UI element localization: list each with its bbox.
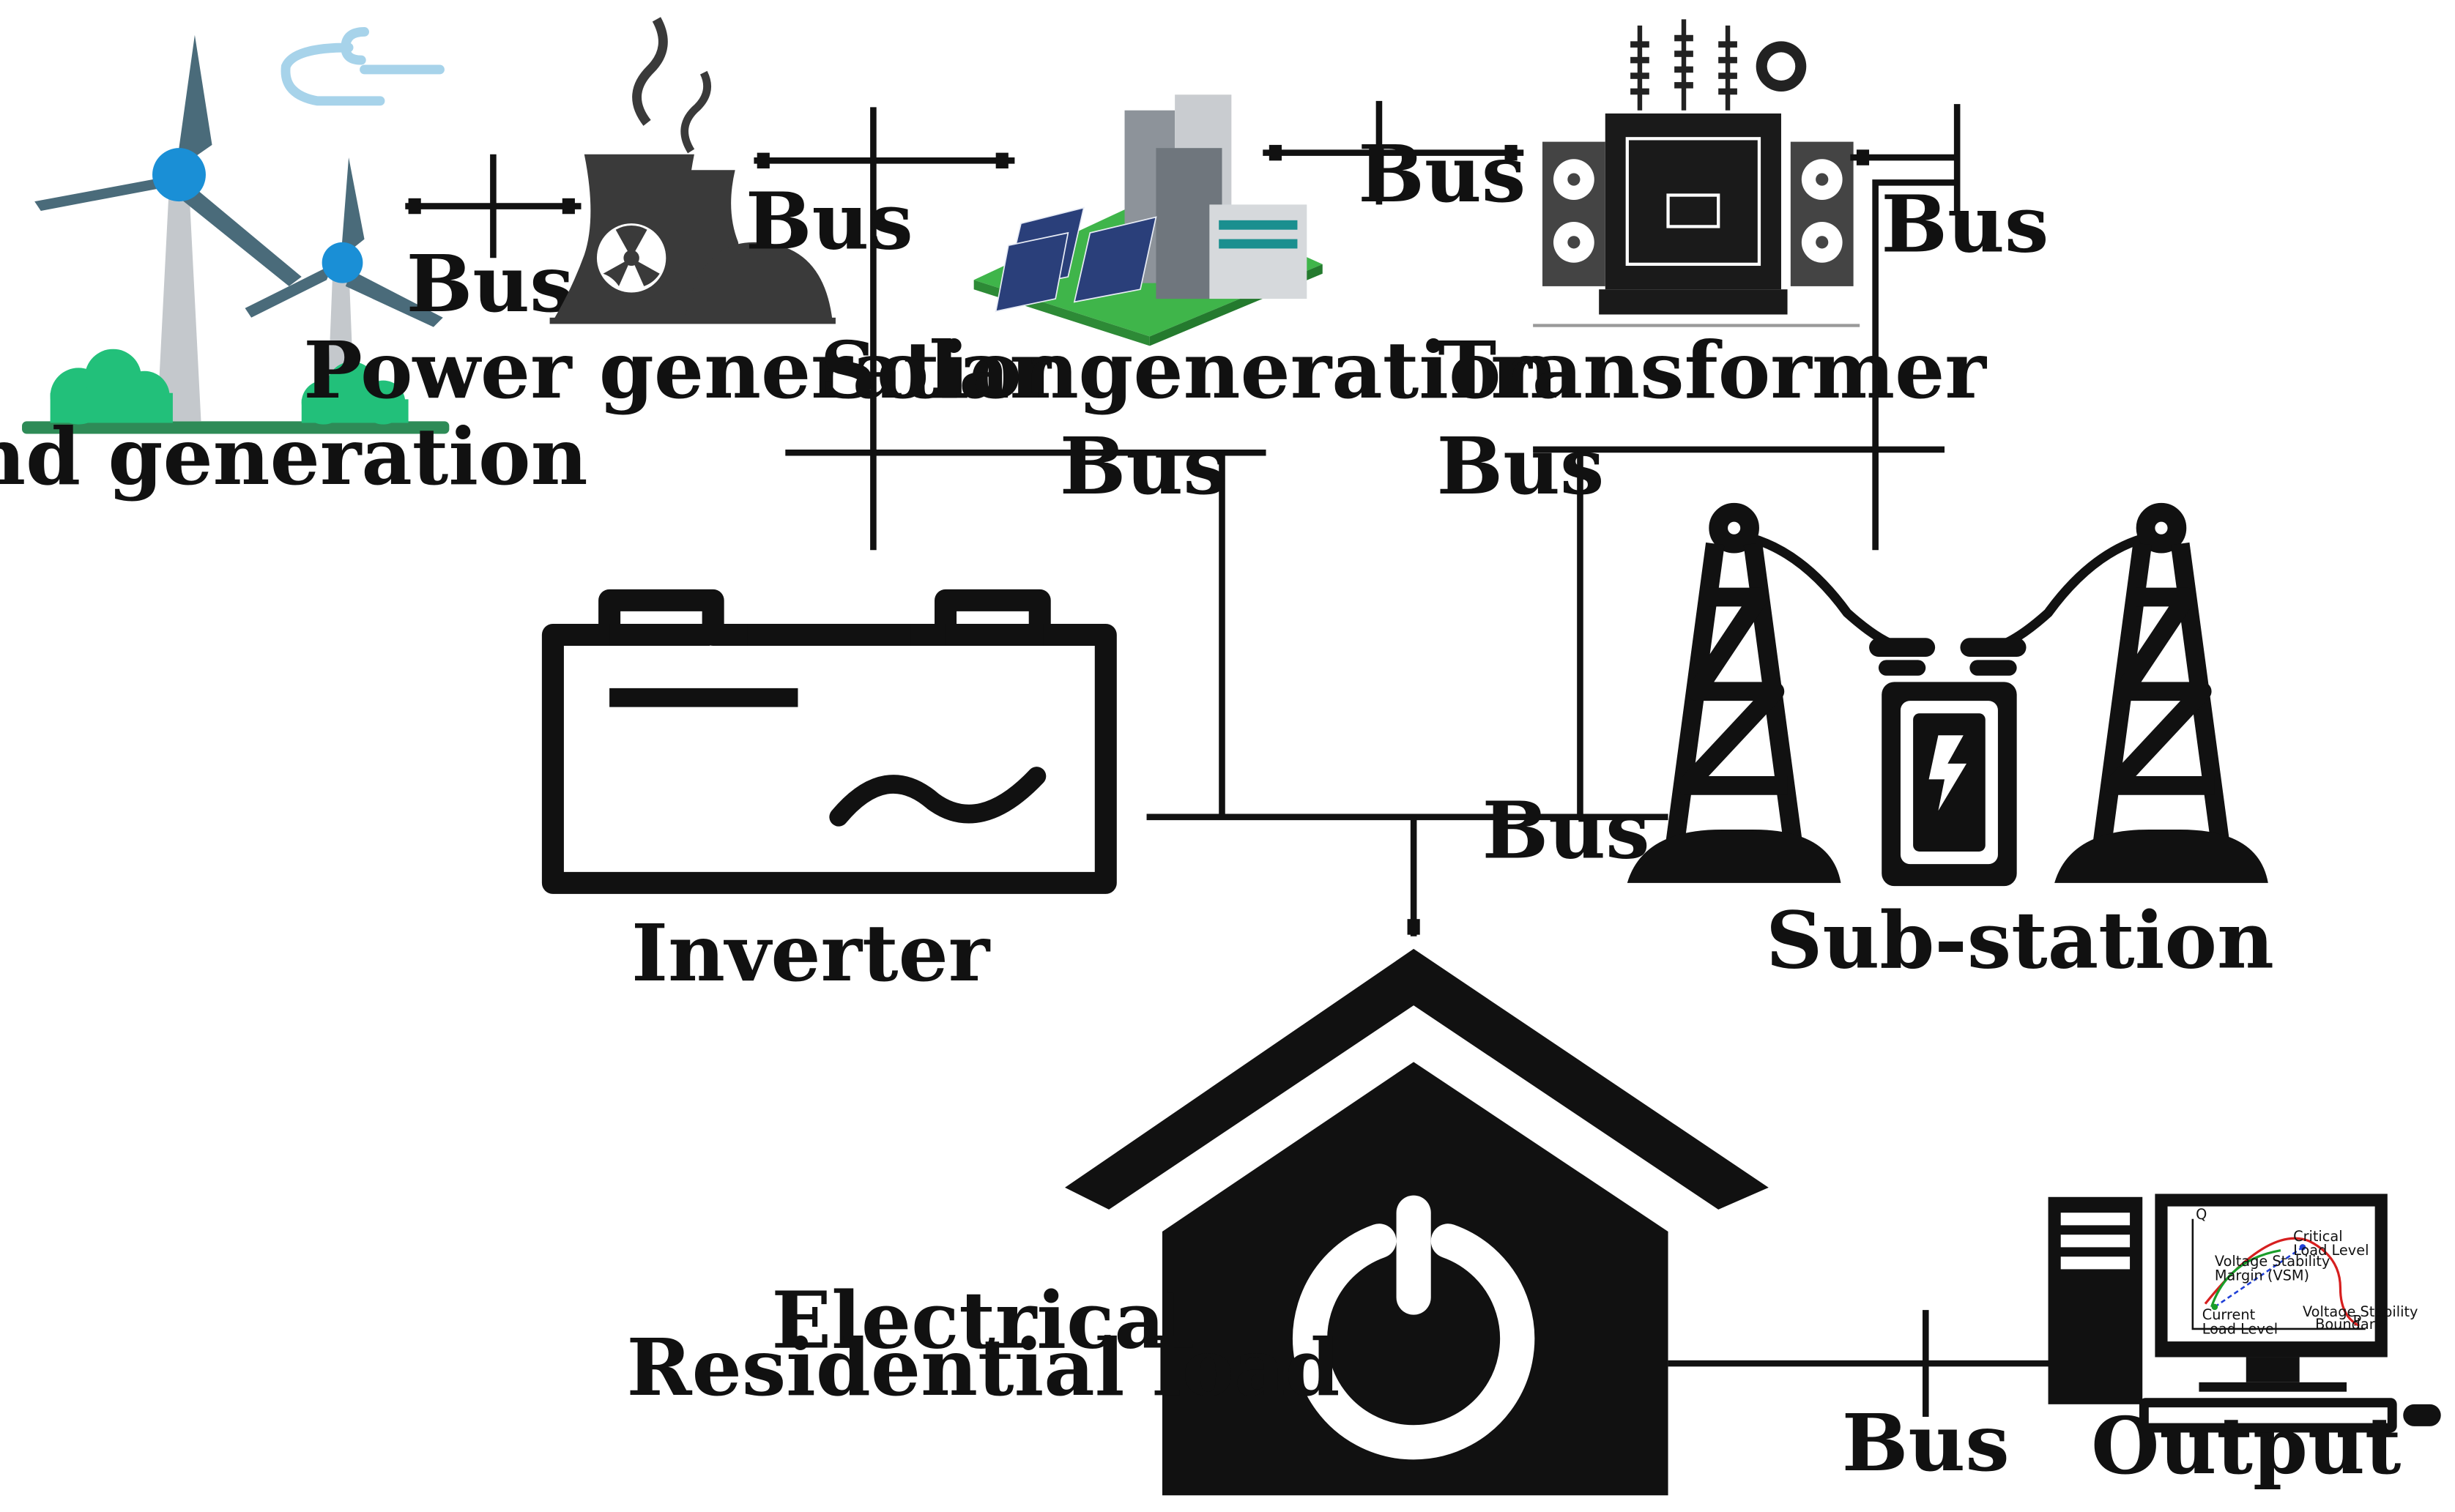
bus-left-horizontal — [785, 449, 1266, 817]
plot-critical-1: Critical — [2293, 1228, 2343, 1245]
plot-x-axis-label: P — [2353, 1313, 2362, 1330]
plot-critical-2: Load Level — [2293, 1242, 2369, 1259]
plot-y-axis-label: Q — [2196, 1206, 2207, 1223]
output-label: Output — [2091, 1400, 2401, 1492]
inverter-icon — [541, 589, 1117, 894]
bus-label: Bus — [746, 175, 913, 267]
transformer-label: Transformer — [1438, 324, 1987, 417]
house-power-icon — [1065, 948, 1769, 1496]
wind-turbine-icon — [22, 27, 450, 434]
substation-icon — [1627, 502, 2268, 887]
load-label-line2: Residential load — [626, 1322, 1340, 1414]
power-plant-icon — [549, 17, 836, 324]
bus-solar-transformer — [1263, 100, 1524, 205]
bus-main-distribution — [1146, 813, 1668, 936]
power-generation-label: Power generation — [303, 324, 1079, 417]
bus-label: Bus — [1060, 420, 1228, 513]
wind-generation-label: Wind generation — [0, 411, 588, 503]
bus-wind-power — [405, 154, 582, 258]
bus-load-output — [1668, 1310, 2051, 1418]
bus-label: Bus — [1881, 179, 2049, 271]
solar-farm-icon — [973, 94, 1323, 346]
solar-generation-label: Solar generation — [820, 324, 1558, 417]
load-label-line1: Electrical — [771, 1275, 1195, 1367]
plot-current-2: Load Level — [2202, 1320, 2278, 1337]
bus-label: Bus — [1842, 1397, 2010, 1489]
plot-margin-2: Margin (VSM) — [2215, 1267, 2309, 1284]
plot-current-1: Current — [2202, 1306, 2256, 1323]
bus-label: Bus — [1482, 785, 1650, 877]
bus-power-solar — [754, 107, 1015, 551]
substation-label: Sub-station — [1766, 895, 2274, 987]
computer-icon — [2048, 1193, 2441, 1433]
plot-boundary-2: Boundary — [2315, 1316, 2383, 1333]
screen-pv-plot: Q P Critical Load Level Voltage Stabilit… — [2191, 1206, 2418, 1337]
transformer-icon — [1533, 19, 1860, 327]
bus-transformer-substation — [1850, 104, 1961, 551]
bus-right-horizontal — [1533, 446, 1945, 817]
plot-margin-1: Voltage Stability — [2215, 1253, 2330, 1270]
inverter-ac-wave — [829, 767, 1047, 827]
bus-label: Bus — [406, 238, 574, 330]
plot-boundary-1: Voltage Stability — [2303, 1303, 2418, 1320]
bus-label: Bus — [1436, 420, 1604, 513]
bus-label: Bus — [1358, 128, 1526, 220]
inverter-label: Inverter — [631, 907, 991, 999]
